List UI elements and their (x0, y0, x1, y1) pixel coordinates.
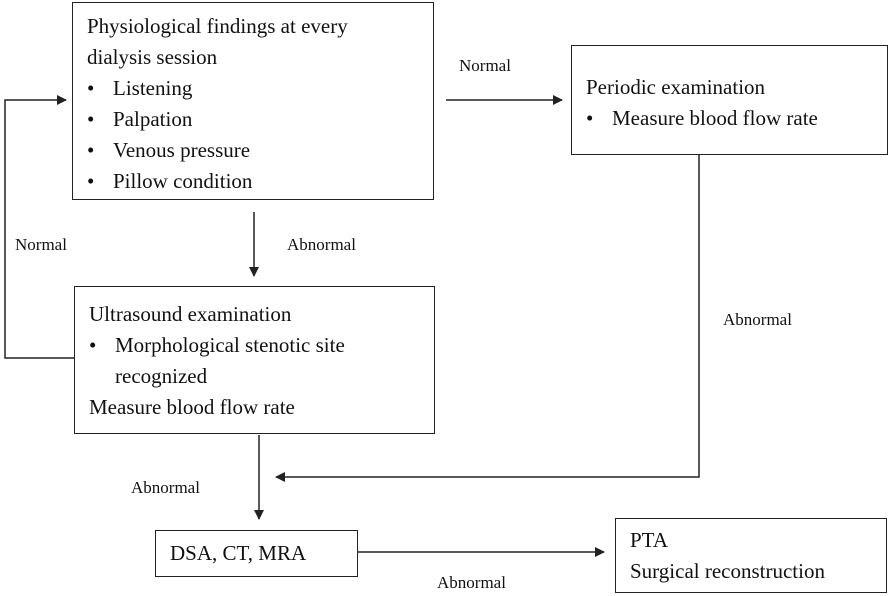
physio-bullet-text: Palpation (113, 107, 193, 131)
ultrasound-bullet-continuation: recognized (115, 364, 208, 388)
label-ultrasound-to-dsa: Abnormal (131, 478, 200, 497)
ultrasound-title: Ultrasound examination (89, 302, 292, 326)
arrow-periodic-to-dsa (275, 155, 700, 482)
physio-title-line2: dialysis session (87, 45, 218, 69)
bullet-icon: • (87, 107, 95, 131)
box-dsa-ct-mra: DSA, CT, MRA (155, 530, 358, 577)
physio-bullet-text: Venous pressure (113, 138, 251, 162)
physio-bullet-palpation: • Palpation (87, 104, 423, 135)
dsa-title: DSA, CT, MRA (170, 541, 307, 565)
bullet-icon: • (87, 169, 95, 193)
bullet-icon: • (586, 106, 594, 130)
pta-line1: PTA (630, 528, 668, 552)
periodic-title: Periodic examination (586, 75, 766, 99)
ultrasound-bullet-stenotic-site: • Morphological stenotic site (89, 330, 424, 361)
periodic-bullet-blood-flow: • Measure blood flow rate (586, 103, 879, 134)
box-pta-surgical: PTA Surgical reconstruction (615, 518, 887, 593)
label-periodic-to-dsa: Abnormal (723, 310, 792, 329)
physio-bullet-text: Listening (113, 76, 193, 100)
periodic-bullet-text: Measure blood flow rate (612, 106, 818, 130)
physio-title-line1: Physiological findings at every (87, 14, 348, 38)
physio-bullet-text: Pillow condition (113, 169, 253, 193)
ultrasound-footer: Measure blood flow rate (89, 395, 295, 419)
box-ultrasound-examination: Ultrasound examination • Morphological s… (74, 286, 435, 434)
pta-line2: Surgical reconstruction (630, 559, 825, 583)
label-dsa-to-pta: Abnormal (437, 573, 506, 592)
box-periodic-examination: Periodic examination • Measure blood flo… (571, 45, 888, 155)
label-physio-to-ultrasound: Abnormal (287, 235, 356, 254)
arrow-ultrasound-to-physio (4, 95, 74, 359)
bullet-icon: • (87, 76, 95, 100)
box-physiological-findings: Physiological findings at every dialysis… (72, 2, 434, 200)
physio-bullet-pillow-condition: • Pillow condition (87, 166, 423, 197)
bullet-icon: • (87, 138, 95, 162)
label-physio-to-periodic: Normal (459, 56, 511, 75)
ultrasound-bullet-text: Morphological stenotic site (115, 333, 345, 357)
physio-bullet-listening: • Listening (87, 73, 423, 104)
bullet-icon: • (89, 333, 97, 357)
label-ultrasound-to-physio: Normal (15, 235, 67, 254)
physio-bullet-venous-pressure: • Venous pressure (87, 135, 423, 166)
